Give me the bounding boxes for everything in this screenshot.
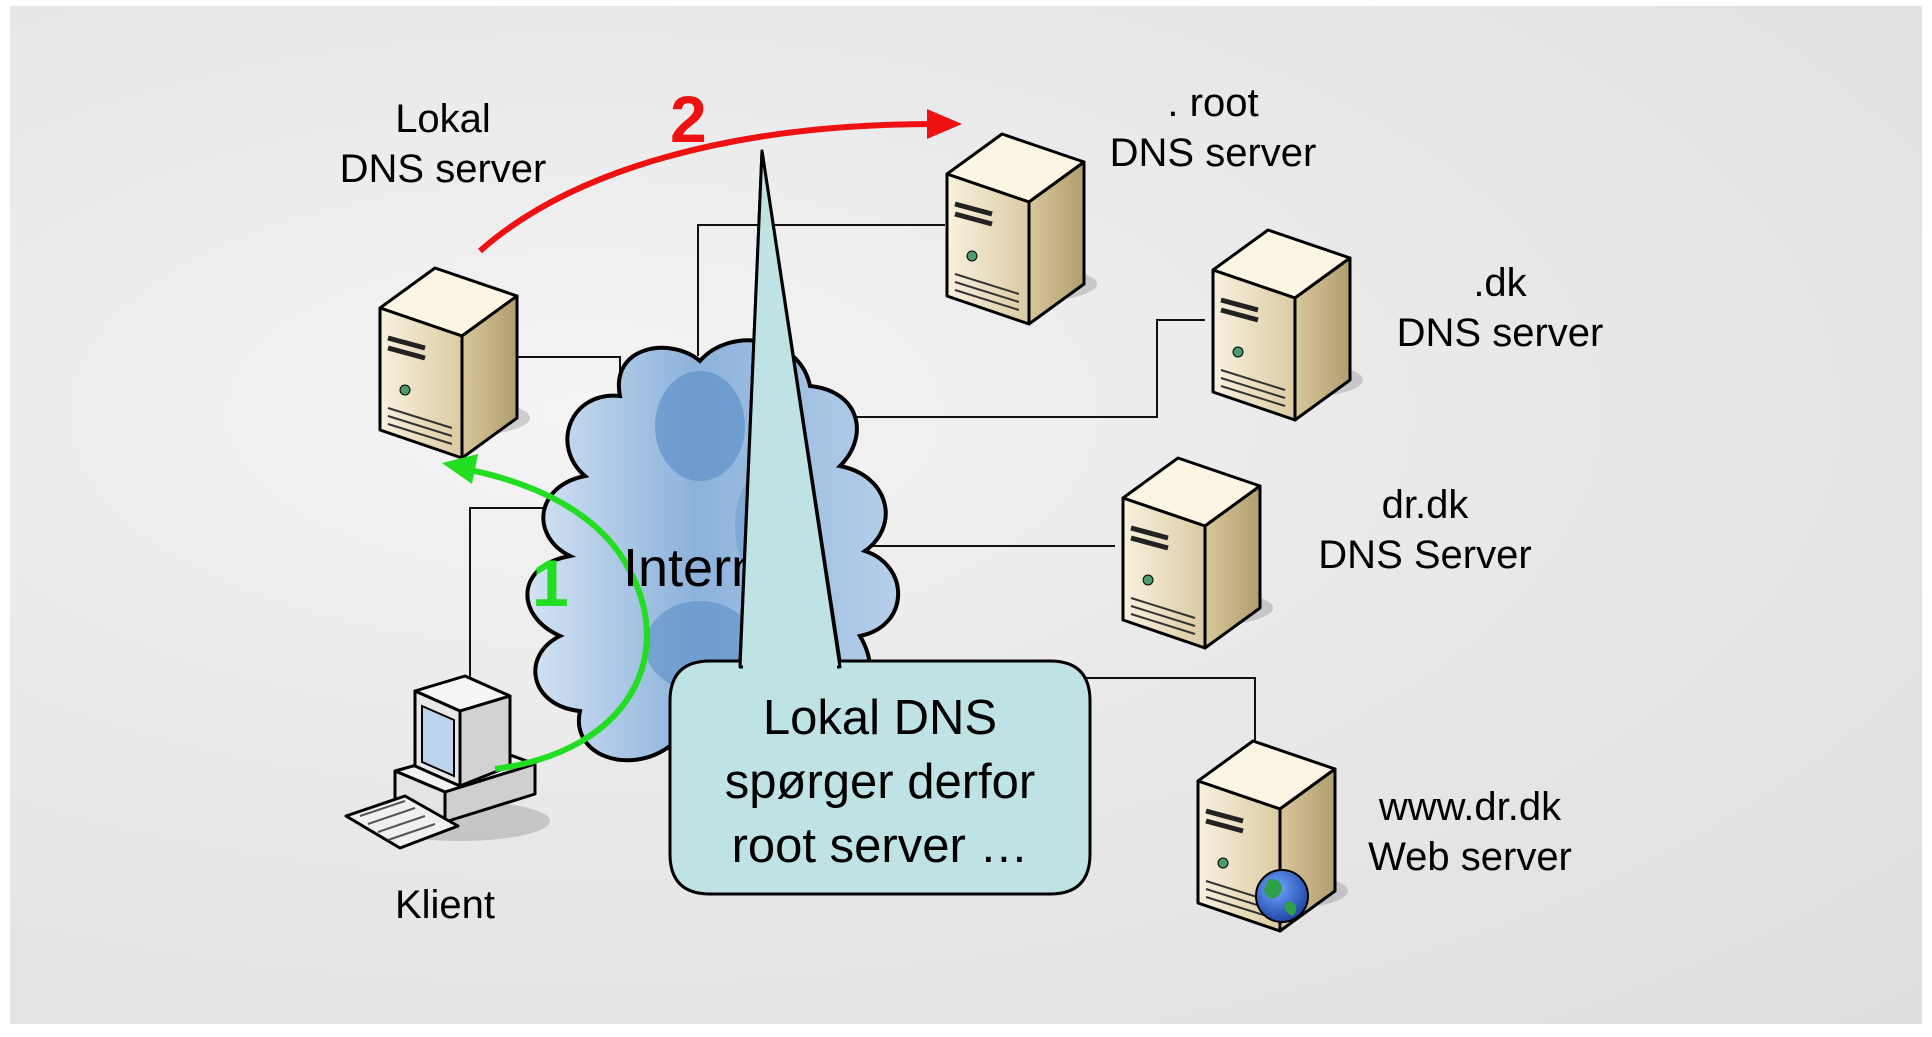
local-dns-label-line2: DNS server [339,147,547,191]
step-2-arrowhead [927,109,962,139]
slide-background: Lokal DNS server . root DNS server .dk D… [10,6,1922,1024]
step-2-arrow [478,121,936,254]
web-server-label-line1: www.dr.dk [1378,785,1562,829]
client-label: Klient [394,883,496,927]
drdk-dns-label: dr.dk DNS Server [1280,480,1570,580]
callout-line2: spørger derfor [724,755,1036,809]
dk-dns-label: .dk DNS server [1362,258,1638,358]
step-1-number: 1 [532,546,569,620]
link-root-dns [697,224,945,356]
web-server-label: www.dr.dk Web server [1332,782,1608,882]
step-2-number: 2 [670,82,707,156]
network-links [440,224,1256,741]
root-dns-label-line1: . root [1167,81,1259,125]
globe-icon [1255,869,1309,923]
drdk-dns-server-icon [1121,456,1273,650]
web-server-icon [1196,739,1348,933]
internet-label: Internet [623,538,807,598]
web-server-label-line2: Web server [1368,835,1572,879]
local-dns-server-icon [378,266,530,460]
local-dns-label: Lokal DNS server [310,94,576,194]
dk-dns-label-line1: .dk [1473,261,1527,305]
dk-dns-label-line2: DNS server [1396,311,1604,355]
callout-line3: root server … [731,819,1029,873]
drdk-dns-label-line1: dr.dk [1381,483,1469,527]
step-1-arrowhead [442,454,478,484]
root-dns-label: . root DNS server [1070,78,1356,178]
link-web-server [1020,677,1256,741]
link-dk-dns [810,319,1205,418]
local-dns-label-line1: Lokal [395,97,491,141]
callout-text: Lokal DNS spørger derfor root server … [673,686,1087,878]
root-dns-label-line2: DNS server [1109,131,1317,175]
callout-line1: Lokal DNS [762,691,998,745]
dk-dns-server-icon [1211,228,1363,422]
step-1-arrow [459,465,650,772]
drdk-dns-label-line2: DNS Server [1318,533,1532,577]
client-computer-icon [344,674,550,850]
root-dns-server-icon [945,132,1097,326]
